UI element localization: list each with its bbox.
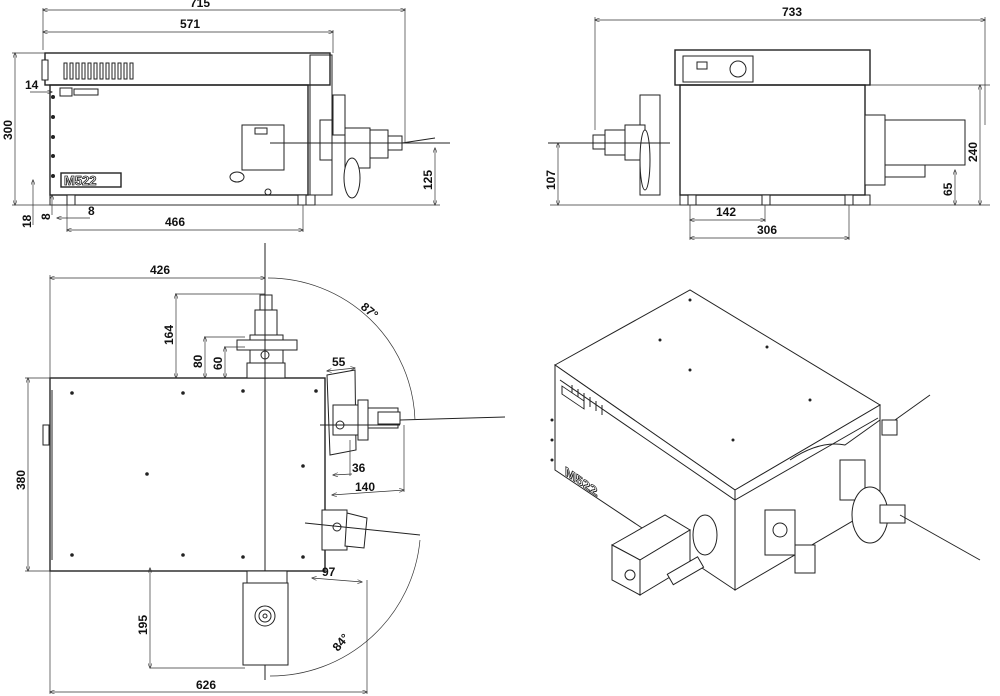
dim-715: 715 bbox=[190, 0, 210, 10]
side-view-right: 733 240 65 107 142 306 bbox=[544, 5, 990, 240]
dim-140: 140 bbox=[355, 480, 375, 494]
dim-626: 626 bbox=[196, 678, 216, 692]
dim-300: 300 bbox=[1, 120, 15, 140]
dim-733: 733 bbox=[782, 5, 802, 19]
dim-18: 18 bbox=[20, 214, 34, 228]
dim-164: 164 bbox=[162, 325, 176, 345]
dim-97: 97 bbox=[322, 565, 336, 579]
iso-view: M522 bbox=[550, 289, 981, 596]
dim-306: 306 bbox=[757, 223, 777, 237]
top-view: 87° 84° 426 164 80 60 380 55 36 140 97 1… bbox=[14, 243, 506, 694]
dim-380: 380 bbox=[14, 470, 28, 490]
dim-14: 14 bbox=[25, 78, 39, 92]
side-view-left: M522 715 571 300 14 125 18 8 8 bbox=[1, 0, 450, 232]
dim-55: 55 bbox=[332, 355, 346, 369]
angle-84: 84° bbox=[330, 631, 353, 654]
dim-36: 36 bbox=[352, 461, 366, 475]
angle-87: 87° bbox=[358, 300, 381, 323]
dim-60: 60 bbox=[211, 356, 225, 370]
dim-240: 240 bbox=[966, 142, 980, 162]
dim-195: 195 bbox=[136, 615, 150, 635]
dim-466: 466 bbox=[165, 215, 185, 229]
vent-slots bbox=[63, 62, 134, 80]
dim-426: 426 bbox=[150, 263, 170, 277]
dim-142: 142 bbox=[716, 205, 736, 219]
dim-8-vertical: 8 bbox=[39, 213, 53, 220]
dim-65: 65 bbox=[941, 182, 955, 196]
dim-571: 571 bbox=[180, 17, 200, 31]
dim-107: 107 bbox=[544, 170, 558, 190]
dim-8-horizontal: 8 bbox=[88, 204, 95, 218]
dim-125: 125 bbox=[421, 170, 435, 190]
model-label: M522 bbox=[64, 173, 97, 188]
logo bbox=[59, 87, 99, 97]
dim-80: 80 bbox=[191, 354, 205, 368]
